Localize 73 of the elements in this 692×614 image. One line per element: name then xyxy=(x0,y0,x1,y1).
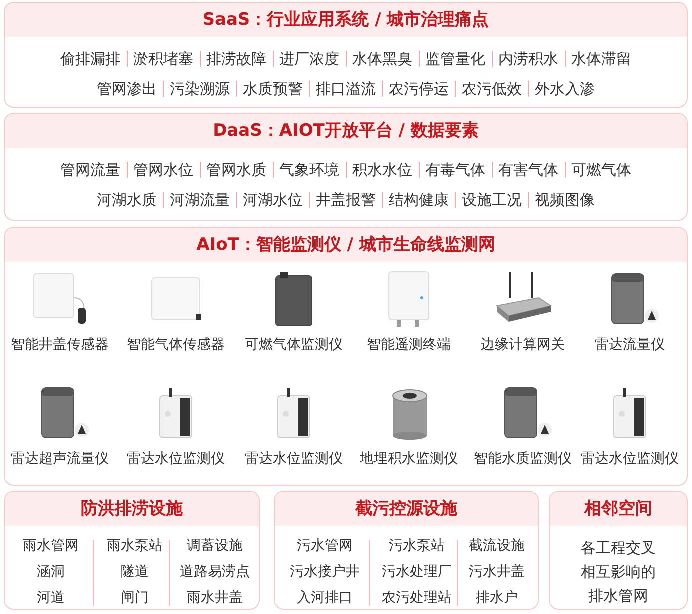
facility-text: 雨水井盖 xyxy=(186,589,244,608)
tag-text: 排涝故障 xyxy=(206,50,266,68)
tag-text: 农污停运 xyxy=(389,80,449,98)
tag-text: 监管量化 xyxy=(426,50,486,68)
tag-text: 气象环境 xyxy=(280,160,340,180)
section-panel xyxy=(274,491,539,610)
section-heading: AIoT：智能监测仪 / 城市生命线监测网 xyxy=(5,228,687,262)
facility-text: 污水接户井 xyxy=(289,563,361,582)
tag-text: 设施工况 xyxy=(462,190,522,210)
section-heading: SaaS：行业应用系统 / 城市治理痛点 xyxy=(5,3,687,37)
section-panel xyxy=(549,491,688,610)
facility-text: 农污处理站 xyxy=(381,589,453,608)
device-label: 雷达超声流量仪 xyxy=(10,450,110,468)
facility-text: 闸门 xyxy=(120,589,150,608)
section-panel xyxy=(4,227,688,486)
tag-text: 水质预警 xyxy=(243,80,303,98)
device-label: 智能气体传感器 xyxy=(126,336,226,354)
facility-text: 雨水管网 xyxy=(22,537,80,556)
tag-text: 淤积堵塞 xyxy=(134,50,194,68)
tag-text: 管网水位 xyxy=(134,160,194,180)
facility-text: 污水泵站 xyxy=(388,537,446,556)
facility-text: 截流设施 xyxy=(468,537,526,556)
tag-text: 河湖水位 xyxy=(243,190,303,210)
facility-text: 污水处理厂 xyxy=(381,563,453,582)
device-label: 雷达水位监测仪 xyxy=(244,450,344,468)
tag-text: 进厂浓度 xyxy=(280,50,340,68)
section-heading: 相邻空间 xyxy=(550,492,687,526)
tag-text: 可燃气体 xyxy=(572,160,632,180)
facility-text: 河道 xyxy=(36,589,66,608)
note-text: 各工程交叉相互影响的排水管网 xyxy=(580,538,657,607)
tag-text: 井盖报警 xyxy=(316,190,376,210)
tag-text: 有害气体 xyxy=(498,160,558,180)
device-label: 可燃气体监测仪 xyxy=(244,336,344,354)
facility-text: 污水管网 xyxy=(296,537,354,556)
device-label: 雷达水位监测仪 xyxy=(580,450,680,468)
tag-text: 农污低效 xyxy=(462,80,522,98)
tag-text: 积水水位 xyxy=(352,160,412,180)
device-label: 雷达水位监测仪 xyxy=(126,450,226,468)
tag-text: 视频图像 xyxy=(535,190,595,210)
tag-text: 排口溢流 xyxy=(316,80,376,98)
facility-text: 涵洞 xyxy=(36,563,66,582)
tag-text: 外水入渗 xyxy=(535,80,595,98)
tag-text: 内涝积水 xyxy=(498,50,558,68)
facility-text: 道路易涝点 xyxy=(179,563,251,582)
device-label: 雷达流量仪 xyxy=(594,336,666,354)
section-panel xyxy=(4,491,260,610)
device-label: 智能水质监测仪 xyxy=(473,450,573,468)
facility-text: 入河排口 xyxy=(296,589,354,608)
device-label: 智能遥测终端 xyxy=(366,336,452,354)
section-heading: 防洪排涝设施 xyxy=(5,492,259,526)
tag-text: 有毒气体 xyxy=(426,160,486,180)
tag-text: 河湖流量 xyxy=(170,190,230,210)
section-panel xyxy=(4,113,688,221)
tag-text: 管网流量 xyxy=(60,160,120,180)
section-heading: 截污控源设施 xyxy=(275,492,538,526)
facility-text: 隧道 xyxy=(120,563,150,582)
facility-text: 雨水泵站 xyxy=(106,537,164,556)
tag-text: 管网水质 xyxy=(206,160,266,180)
section-heading: DaaS：AIOT开放平台 / 数据要素 xyxy=(5,114,687,148)
device-label: 智能井盖传感器 xyxy=(10,336,110,354)
facility-text: 污水井盖 xyxy=(468,563,526,582)
section-panel xyxy=(4,2,688,108)
device-label: 地埋积水监测仪 xyxy=(359,450,459,468)
tag-text: 污染溯源 xyxy=(170,80,230,98)
tag-text: 管网渗出 xyxy=(97,80,157,98)
tag-text: 水体黑臭 xyxy=(352,50,412,68)
facility-text: 调蓄设施 xyxy=(186,537,244,556)
facility-text: 排水户 xyxy=(475,589,519,608)
tag-text: 河湖水质 xyxy=(97,190,157,210)
device-label: 边缘计算网关 xyxy=(480,336,566,354)
tag-text: 偷排漏排 xyxy=(60,50,120,68)
tag-text: 结构健康 xyxy=(389,190,449,210)
tag-text: 水体滞留 xyxy=(572,50,632,68)
